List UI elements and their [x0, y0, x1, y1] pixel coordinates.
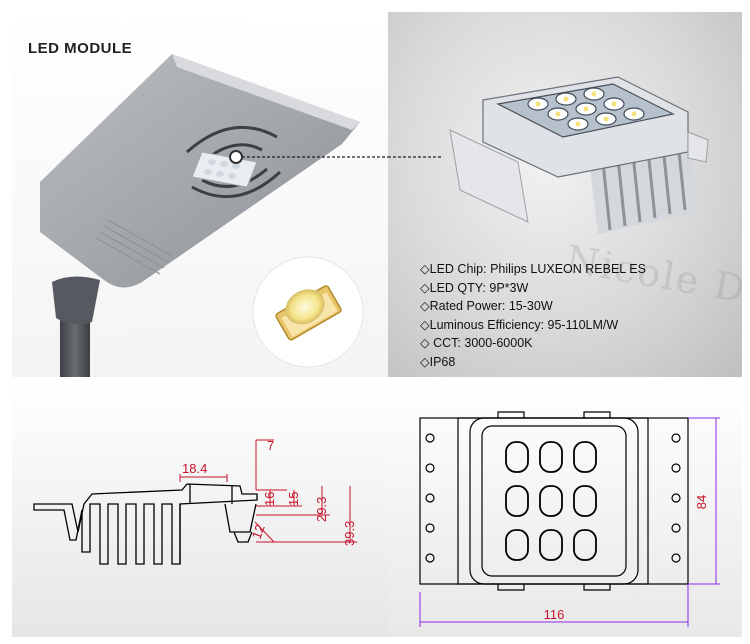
- spec-list: ◇LED Chip: Philips LUXEON REBEL ES ◇LED …: [420, 260, 740, 371]
- purple-dimension-lines: 116 84: [419, 417, 720, 627]
- side-dimension-drawing: 18.4 7 16 15 29.3 39.3 12: [33, 438, 357, 565]
- diamond-bullet-icon: ◇: [420, 354, 430, 369]
- diamond-bullet-icon: ◇: [420, 299, 430, 313]
- spec-rated-power: ◇Rated Power: 15-30W: [420, 297, 740, 316]
- dim-label-7: 7: [267, 438, 274, 453]
- spec-led-qty: ◇LED QTY: 9P*3W: [420, 279, 740, 298]
- spec-value: 95-110LM/W: [547, 317, 619, 332]
- spec-led-chip: ◇LED Chip: Philips LUXEON REBEL ES: [420, 260, 740, 279]
- pir-sensor: [229, 150, 243, 164]
- led-module-panel: Nicole Design ◇LED Chip: Philips LUXEON …: [388, 12, 742, 377]
- spec-value: Philips LUXEON REBEL ES: [490, 262, 646, 276]
- led-module-illustration: [388, 76, 709, 234]
- spec-label: IP68: [429, 354, 456, 369]
- mount-bracket-right: [687, 131, 709, 163]
- spec-value: 9P*3W: [489, 280, 529, 295]
- diamond-bullet-icon: ◇: [420, 317, 430, 332]
- vent-lines: [95, 219, 173, 275]
- lamp-top-edge: [172, 54, 360, 130]
- top-dimension-drawing: 116 84: [419, 411, 720, 627]
- spec-label: LED Chip:: [429, 262, 487, 276]
- side-dimension-panel: 18.4 7 16 15 29.3 39.3 12: [12, 382, 388, 637]
- dim-label-29-3: 29.3: [314, 497, 329, 522]
- dim-label-12: 12: [249, 522, 268, 541]
- led-chip-package: [275, 285, 342, 341]
- lens-cells: [505, 441, 597, 561]
- pole-joint: [52, 276, 100, 325]
- top-dimension-panel: 116 84: [388, 382, 742, 637]
- dim-label-18-4: 18.4: [182, 461, 207, 476]
- spec-label: LED QTY:: [429, 280, 486, 295]
- diamond-bullet-icon: ◇: [420, 262, 430, 276]
- product-sheet: LED MODULE: [12, 12, 742, 637]
- dim-label-39-3: 39.3: [342, 521, 357, 546]
- spec-label: Luminous Efficiency:: [429, 317, 545, 332]
- dim-label-15: 15: [286, 492, 301, 506]
- side-profile: [33, 483, 258, 565]
- spec-value: 15-30W: [508, 299, 553, 313]
- dim-label-116: 116: [544, 607, 565, 622]
- dim-label-16: 16: [262, 492, 277, 506]
- street-light-panel: LED MODULE: [12, 12, 388, 377]
- dim-label-84: 84: [694, 495, 709, 509]
- spec-label: Rated Power:: [429, 299, 506, 313]
- diamond-bullet-icon: ◇: [420, 336, 430, 350]
- spec-luminous-efficiency: ◇Luminous Efficiency: 95-110LM/W: [420, 316, 740, 335]
- spec-ip-rating: ◇IP68: [420, 353, 740, 372]
- spec-cct: ◇ CCT: 3000-6000K: [420, 334, 740, 353]
- spec-label: CCT:: [433, 336, 461, 350]
- led-window-cells: [204, 159, 240, 179]
- mount-bracket: [449, 129, 529, 223]
- top-outline: [419, 411, 689, 591]
- led-lenses: [527, 87, 645, 131]
- pole: [60, 312, 90, 377]
- panel-divider: [12, 377, 742, 382]
- page-title: LED MODULE: [28, 40, 133, 57]
- red-dimension-lines: 18.4 7 16 15 29.3 39.3 12: [179, 438, 357, 546]
- diamond-bullet-icon: ◇: [420, 280, 430, 295]
- street-light-illustration: [40, 54, 388, 377]
- spec-value: 3000-6000K: [464, 336, 533, 350]
